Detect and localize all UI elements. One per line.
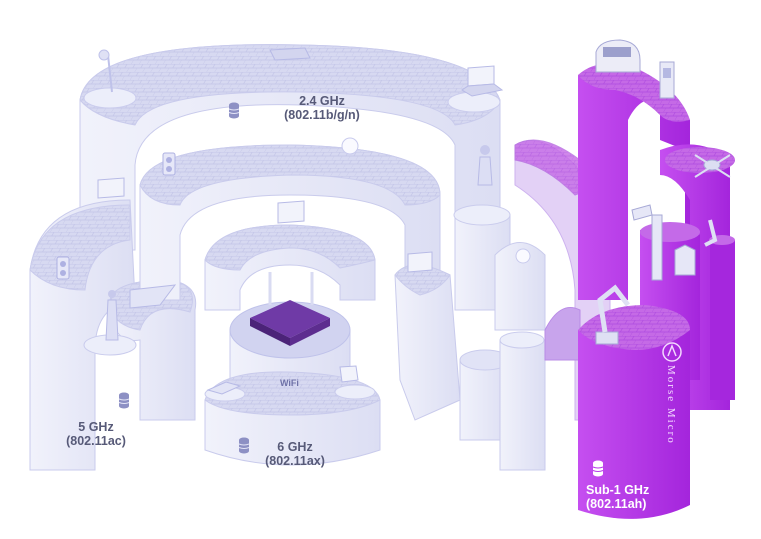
storage-drum-icon <box>592 460 604 477</box>
band-standard: (802.11ac) <box>66 434 126 449</box>
robot-arm-icon <box>704 219 718 247</box>
band-name: 5 GHz <box>78 420 114 434</box>
storage-drum-icon <box>228 102 240 119</box>
car-icon <box>595 39 641 73</box>
laptop-icon <box>206 365 359 395</box>
storage-drum-icon <box>238 437 250 454</box>
arc-right-light <box>394 204 546 471</box>
brand-logo-icon <box>662 342 682 362</box>
speaker-icon <box>56 152 176 280</box>
lamp-icon <box>98 49 113 93</box>
router-icon <box>250 272 330 346</box>
arc-6ghz <box>204 371 381 466</box>
camera-icon <box>631 204 663 281</box>
band-label-sub1ghz: Sub-1 GHz (802.11ah) <box>586 483 666 512</box>
storage-drum-icon <box>118 392 130 409</box>
brand-wordmark: Morse Micro <box>665 365 677 445</box>
laptop-icon <box>461 65 504 97</box>
person-icon <box>105 145 493 341</box>
robot-arm-icon <box>595 284 630 345</box>
band-standard: (802.11ax) <box>265 454 325 469</box>
monitor-icon <box>97 177 433 309</box>
tablet-icon <box>269 47 311 61</box>
band-label-2-4ghz: 2.4 GHz (802.11b/g/n) <box>262 94 382 123</box>
lantern-icon <box>674 244 696 276</box>
band-standard: (802.11b/g/n) <box>284 108 360 123</box>
band-name: 2.4 GHz <box>299 94 345 108</box>
wifi-badge: WiFi <box>280 378 299 388</box>
charger-icon <box>659 61 675 99</box>
arc-inner <box>139 144 441 311</box>
band-name: Sub-1 GHz <box>586 483 650 497</box>
band-label-6ghz: 6 GHz (802.11ax) <box>250 440 340 469</box>
sub1ghz-towers <box>578 63 735 519</box>
band-standard: (802.11ah) <box>586 497 647 512</box>
bulb-icon <box>341 137 531 264</box>
drone-icon <box>694 154 731 178</box>
band-label-5ghz: 5 GHz (802.11ac) <box>60 420 132 449</box>
band-name: 6 GHz <box>277 440 313 454</box>
